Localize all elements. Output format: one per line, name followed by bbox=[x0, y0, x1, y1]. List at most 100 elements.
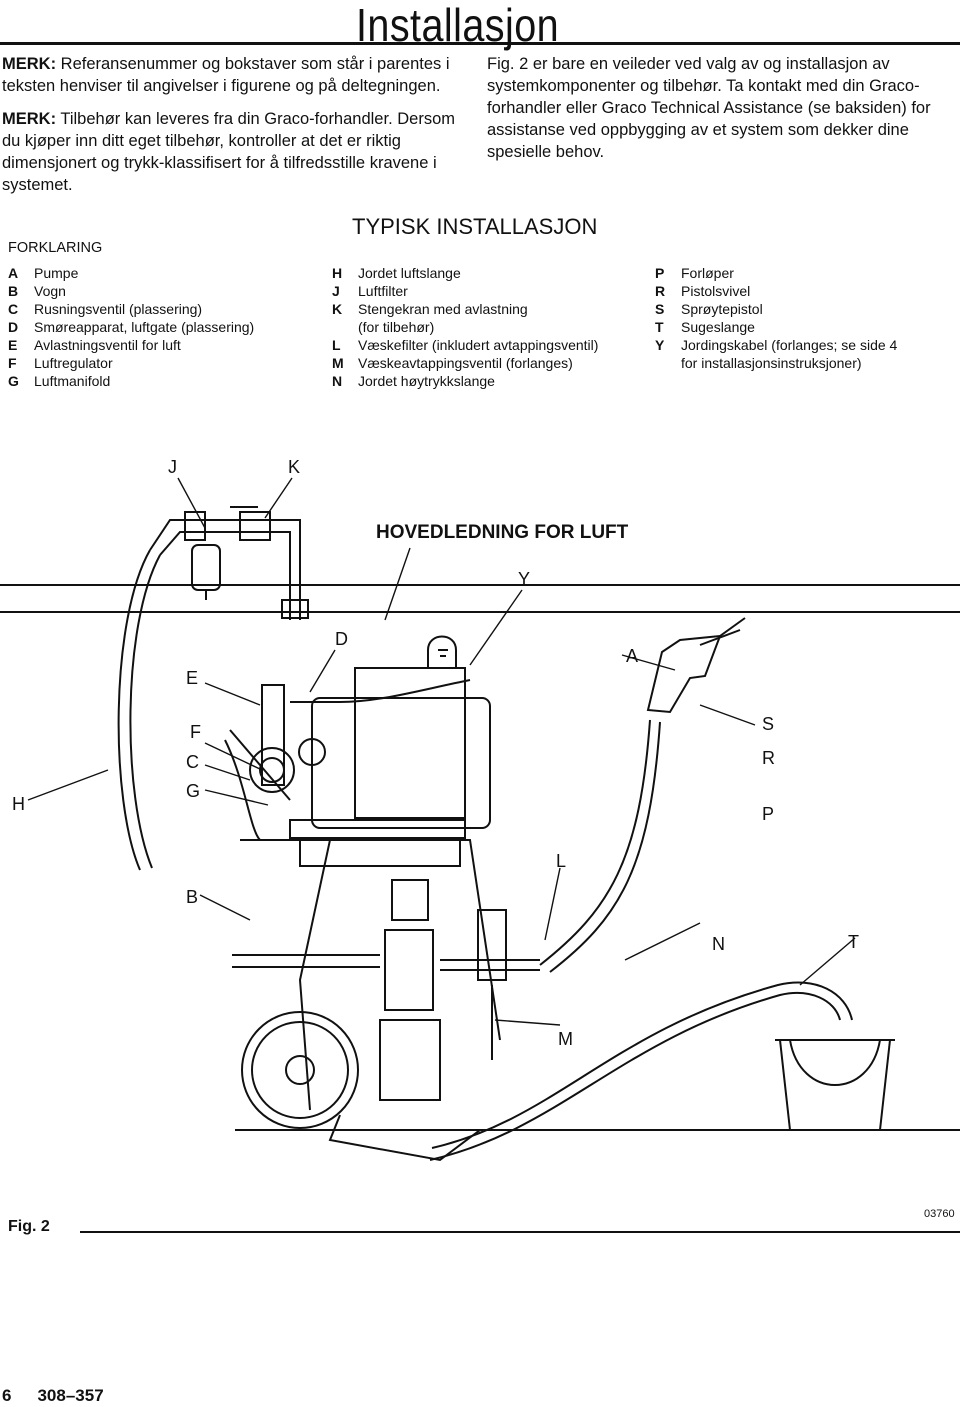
installation-drawing: J K HOVEDLEDNING FOR LUFT Y D A E F C G … bbox=[0, 457, 960, 1162]
label-J: J bbox=[168, 457, 177, 477]
label-C: C bbox=[186, 752, 199, 772]
legend-key: J bbox=[332, 283, 340, 299]
legend-title: FORKLARING bbox=[8, 240, 103, 256]
document-number: 308–357 bbox=[37, 1386, 104, 1405]
label-G: G bbox=[186, 781, 200, 801]
legend-text: Jordet høytrykkslange bbox=[358, 373, 495, 389]
note-2-text: Tilbehør kan leveres fra din Graco-forha… bbox=[2, 110, 455, 194]
legend-text: Pistolsvivel bbox=[681, 283, 751, 299]
legend-item: S Sprøytepistol bbox=[655, 300, 897, 318]
spray-gun bbox=[646, 617, 746, 714]
legend-key: G bbox=[8, 373, 19, 389]
air-hose bbox=[117, 549, 161, 871]
label-H: H bbox=[12, 794, 25, 814]
legend-key: T bbox=[655, 319, 664, 335]
legend-text: Avlastningsventil for luft bbox=[34, 337, 181, 353]
label-E: E bbox=[186, 668, 198, 688]
legend-item: D Smøreapparat, luftgate (plassering) bbox=[8, 318, 254, 336]
legend-key: D bbox=[8, 319, 19, 335]
legend-item: N Jordet høytrykkslange bbox=[332, 372, 598, 390]
legend-key bbox=[655, 354, 681, 372]
legend-text: for installasjonsinstruksjoner) bbox=[681, 355, 862, 371]
legend-text: Luftregulator bbox=[34, 355, 113, 371]
legend-item: for installasjonsinstruksjoner) bbox=[655, 354, 897, 372]
label-D: D bbox=[335, 629, 348, 649]
intro-right-text: Fig. 2 er bare en veileder ved valg av o… bbox=[487, 55, 931, 161]
legend-key: L bbox=[332, 337, 341, 353]
legend-text: Luftmanifold bbox=[34, 373, 111, 389]
label-R: R bbox=[762, 748, 775, 768]
legend-text: Jordingskabel (forlanges; se side 4 bbox=[681, 337, 898, 353]
legend-item: Y Jordingskabel (forlanges; se side 4 bbox=[655, 336, 897, 354]
note-1-text: Referansenummer og bokstaver som står i … bbox=[2, 55, 450, 95]
label-K: K bbox=[288, 457, 300, 477]
label-F: F bbox=[190, 722, 201, 742]
legend-text: Væskeavtappingsventil (forlanges) bbox=[358, 355, 573, 371]
legend-item: H Jordet luftslange bbox=[332, 264, 598, 282]
legend-text: Stengekran med avlastning bbox=[358, 301, 528, 317]
legend-item: (for tilbehør) bbox=[332, 318, 598, 336]
legend-key: R bbox=[655, 283, 666, 299]
note-1-label: MERK: bbox=[2, 55, 57, 73]
label-S: S bbox=[762, 714, 774, 734]
legend-key: M bbox=[332, 355, 344, 371]
note-2: MERK: Tilbehør kan leveres fra din Graco… bbox=[2, 108, 472, 196]
page-number: 6 bbox=[2, 1386, 12, 1405]
pump-lower bbox=[379, 879, 540, 1101]
header-rule bbox=[0, 42, 960, 45]
legend-text: Smøreapparat, luftgate (plassering) bbox=[34, 319, 255, 335]
label-Y: Y bbox=[518, 569, 530, 589]
legend-text: Væskefilter (inkludert avtappingsventil) bbox=[358, 337, 599, 353]
legend-text: Vogn bbox=[34, 283, 66, 299]
legend-item: T Sugeslange bbox=[655, 318, 897, 336]
label-M: M bbox=[558, 1029, 573, 1049]
legend-key: N bbox=[332, 373, 343, 389]
legend-item: E Avlastningsventil for luft bbox=[8, 336, 254, 354]
figure-caption: Fig. 2 bbox=[8, 1218, 50, 1235]
legend-item: M Væskeavtappingsventil (forlanges) bbox=[332, 354, 598, 372]
note-1: MERK: Referansenummer og bokstaver som s… bbox=[2, 53, 472, 97]
legend-text: Sprøytepistol bbox=[681, 301, 763, 317]
pump-motor bbox=[289, 667, 491, 867]
bucket bbox=[775, 1039, 895, 1131]
legend-key: S bbox=[655, 301, 665, 317]
legend-key: C bbox=[8, 301, 19, 317]
legend-key: A bbox=[8, 265, 19, 281]
legend-text: Sugeslange bbox=[681, 319, 755, 335]
cart bbox=[224, 739, 501, 1162]
label-P: P bbox=[762, 804, 774, 824]
legend-item: J Luftfilter bbox=[332, 282, 598, 300]
figure-rule bbox=[80, 1231, 960, 1233]
label-T: T bbox=[848, 932, 859, 952]
legend-item: L Væskefilter (inkludert avtappingsventil… bbox=[332, 336, 598, 354]
legend-key: Y bbox=[655, 337, 665, 353]
legend-item: A Pumpe bbox=[8, 264, 254, 282]
ground-symbol bbox=[427, 635, 457, 668]
legend-key bbox=[332, 318, 358, 336]
legend-key: K bbox=[332, 301, 343, 317]
legend-text: Rusningsventil (plassering) bbox=[34, 301, 203, 317]
label-A: A bbox=[626, 646, 638, 666]
legend-key: H bbox=[332, 265, 343, 281]
leader-lines bbox=[27, 477, 856, 1026]
legend-item: K Stengekran med avlastning bbox=[332, 300, 598, 318]
air-filter-assembly bbox=[149, 506, 309, 620]
legend-key: E bbox=[8, 337, 18, 353]
legend-text: Pumpe bbox=[34, 265, 79, 281]
regulator-assembly bbox=[229, 679, 471, 801]
air-main-line bbox=[0, 584, 960, 613]
figure-title: TYPISK INSTALLASJON bbox=[352, 214, 598, 239]
legend-item: C Rusningsventil (plassering) bbox=[8, 300, 254, 318]
suction-hose bbox=[429, 981, 853, 1161]
legend-text: Jordet luftslange bbox=[358, 265, 461, 281]
fluid-hose bbox=[539, 719, 661, 973]
legend-text: Luftfilter bbox=[358, 283, 408, 299]
note-2-label: MERK: bbox=[2, 110, 57, 128]
legend-text: Forløper bbox=[681, 265, 734, 281]
legend-item: G Luftmanifold bbox=[8, 372, 254, 390]
